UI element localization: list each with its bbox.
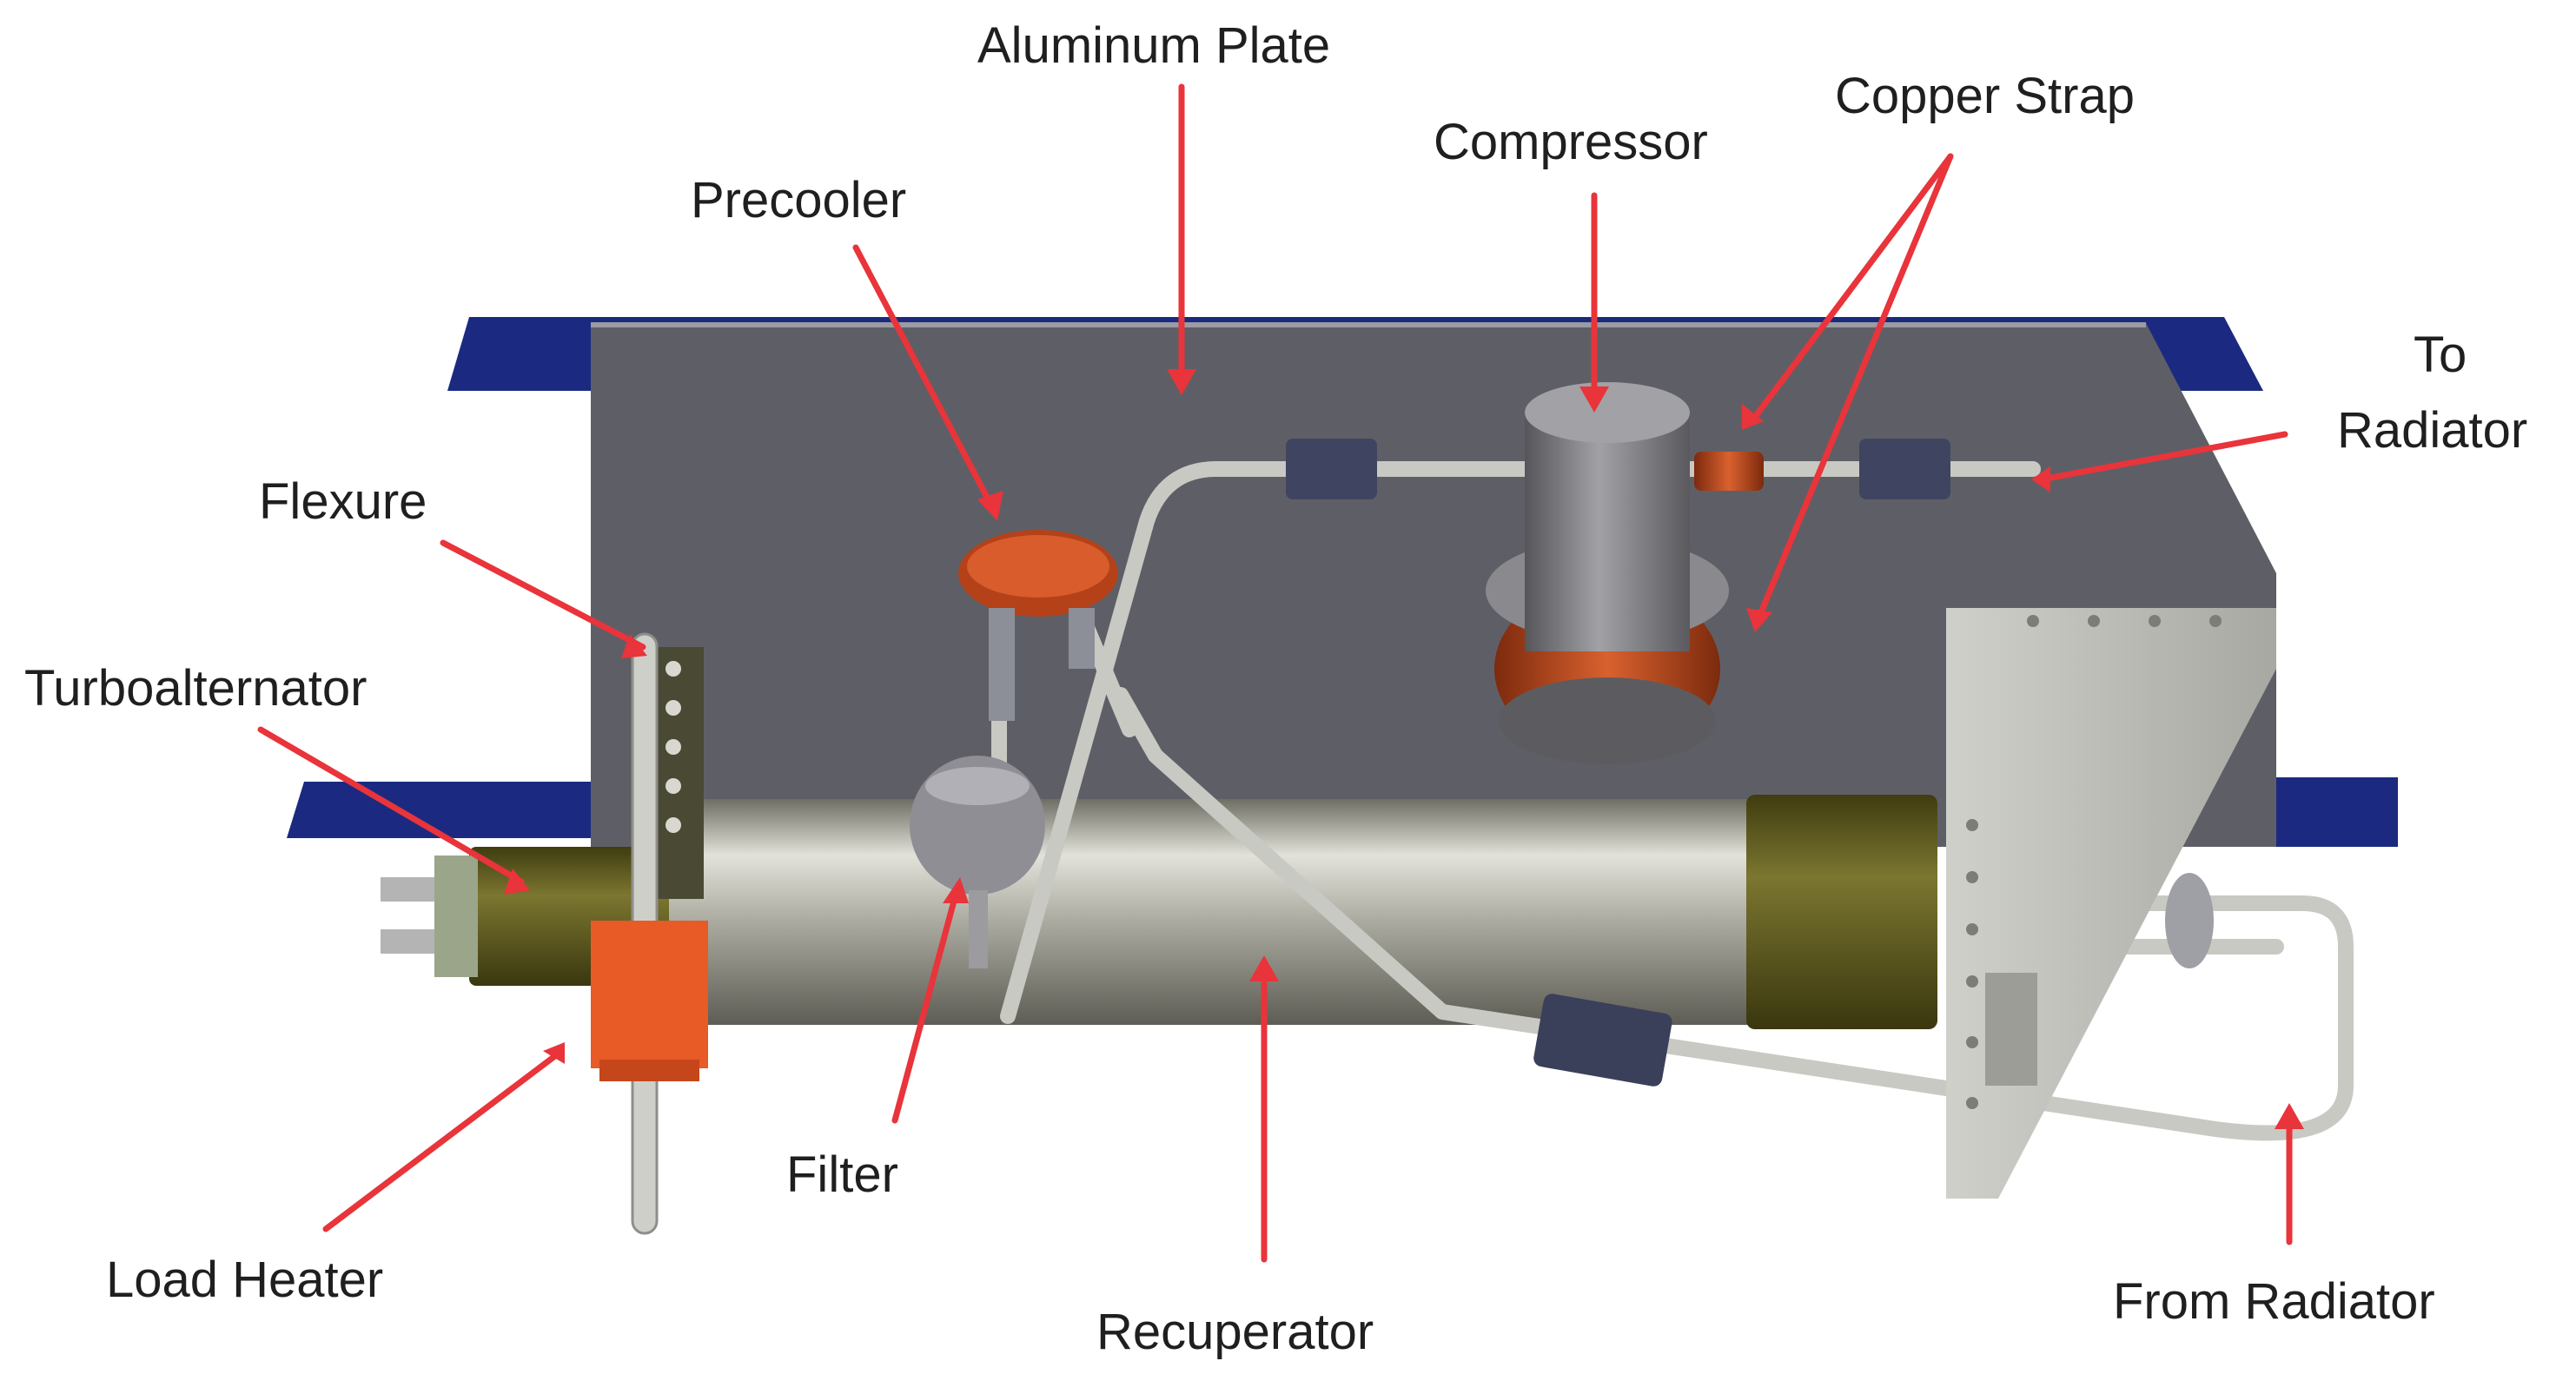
label-aluminum-plate: Aluminum Plate bbox=[977, 17, 1330, 74]
precooler-stem-1 bbox=[989, 608, 1015, 721]
copper-strap bbox=[1694, 452, 1764, 491]
label-turboalternator: Turboalternator bbox=[24, 660, 367, 717]
label-copper-strap: Copper Strap bbox=[1835, 68, 2135, 124]
precooler-face bbox=[967, 535, 1109, 598]
load-heater bbox=[591, 921, 708, 1068]
label-load-heater: Load Heater bbox=[106, 1252, 383, 1308]
compressor-cylinder bbox=[1525, 408, 1690, 651]
label-to-radiator-line1: To bbox=[2414, 327, 2467, 383]
fitting-right bbox=[1859, 439, 1950, 499]
lower-blue-rail bbox=[287, 782, 608, 838]
end-panel-bolts bbox=[1966, 615, 2222, 1109]
recuperator-body bbox=[660, 799, 1790, 1025]
fitting-lower bbox=[1533, 994, 1672, 1087]
load-heater-base bbox=[599, 1060, 699, 1081]
label-compressor: Compressor bbox=[1434, 114, 1708, 170]
from-radiator-fitting bbox=[2165, 873, 2214, 968]
filter-top bbox=[925, 767, 1030, 805]
precooler-stem-2 bbox=[1069, 608, 1095, 669]
compressor-copper-coil-bottom bbox=[1499, 677, 1716, 764]
label-from-radiator: From Radiator bbox=[2113, 1273, 2435, 1330]
label-flexure: Flexure bbox=[259, 473, 427, 530]
label-recuperator: Recuperator bbox=[1096, 1304, 1374, 1360]
lower-blue-rail-right bbox=[2259, 777, 2398, 847]
flexure-bolts bbox=[666, 661, 681, 833]
filter-stem bbox=[969, 890, 988, 968]
end-panel-bracket bbox=[1985, 973, 2037, 1086]
callout-arrows bbox=[257, 83, 2304, 1263]
turboalternator-connector-2 bbox=[381, 929, 434, 954]
turboalternator-cap bbox=[434, 856, 478, 977]
label-precooler: Precooler bbox=[691, 172, 906, 228]
turboalternator-connector-1 bbox=[381, 877, 434, 902]
fitting-left bbox=[1286, 439, 1377, 499]
recuperator-olive-collar bbox=[1746, 795, 1937, 1029]
label-filter: Filter bbox=[786, 1146, 898, 1203]
label-to-radiator-line2: Radiator bbox=[2337, 402, 2527, 459]
compressor-cylinder-top bbox=[1525, 382, 1690, 443]
